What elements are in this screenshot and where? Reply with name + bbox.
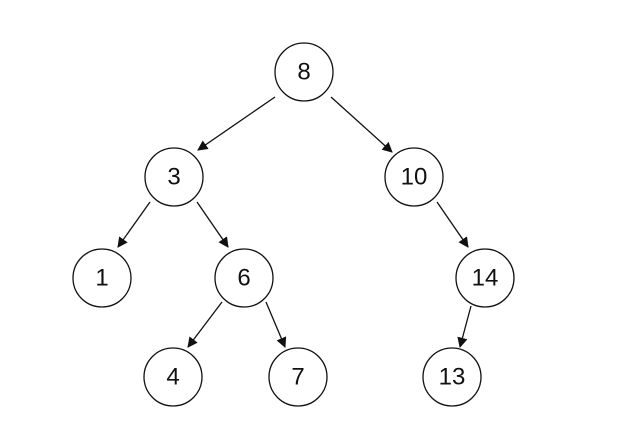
node-circle [384, 147, 444, 207]
tree-node-3: 3 [144, 147, 204, 207]
node-label: 1 [95, 264, 108, 291]
node-circle [268, 347, 328, 407]
node-label: 7 [291, 363, 304, 390]
edge-6-to-4 [187, 301, 223, 348]
tree-node-1: 1 [72, 248, 132, 308]
edge-3-to-1 [117, 201, 151, 248]
tree-node-7: 7 [268, 347, 328, 407]
node-label: 6 [237, 264, 250, 291]
node-circle [144, 147, 204, 207]
tree-node-14: 14 [455, 248, 515, 308]
node-label: 4 [166, 363, 179, 390]
node-circle [143, 347, 203, 407]
edge-8-to-10 [330, 96, 393, 153]
edges-layer [117, 96, 472, 349]
tree-node-13: 13 [422, 347, 482, 407]
node-label: 14 [472, 264, 499, 291]
node-circle [274, 42, 334, 102]
node-circle [455, 248, 515, 308]
tree-node-10: 10 [384, 147, 444, 207]
tree-node-8: 8 [274, 42, 334, 102]
node-circle [214, 248, 274, 308]
tree-node-4: 4 [143, 347, 203, 407]
tree-node-6: 6 [214, 248, 274, 308]
node-label: 10 [401, 163, 428, 190]
edge-8-to-3 [197, 96, 276, 151]
node-label: 8 [297, 58, 310, 85]
nodes-layer: 8 3 10 1 6 14 4 7 [72, 42, 515, 407]
edge-14-to-13 [457, 305, 472, 349]
node-circle [422, 347, 482, 407]
edge-6-to-7 [265, 301, 287, 348]
edge-10-to-14 [436, 201, 469, 248]
node-label: 13 [439, 363, 466, 390]
edge-3-to-6 [196, 201, 229, 248]
node-circle [72, 248, 132, 308]
node-label: 3 [167, 163, 180, 190]
